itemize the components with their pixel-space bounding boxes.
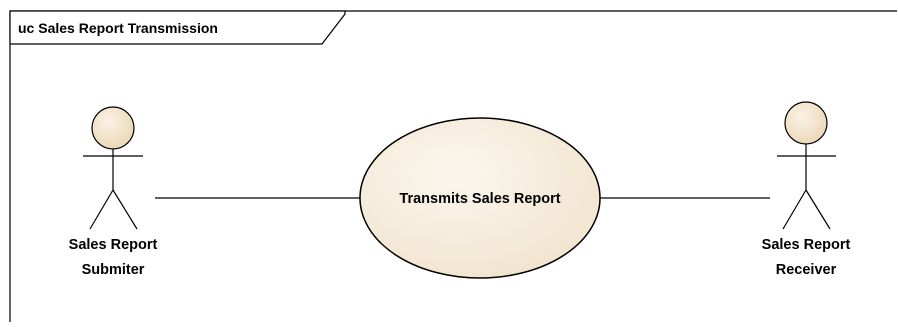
actor-right-leg [112, 189, 138, 230]
frame-title-tab [9, 10, 346, 45]
actor-left-leg [782, 189, 807, 230]
actor-label-line2: Submiter [82, 262, 145, 278]
frame-title: uc Sales Report Transmission [18, 20, 218, 36]
actor-head [784, 101, 828, 145]
actor-sales-report-receiver[interactable]: Sales Report Receiver [762, 101, 851, 278]
actor-sales-report-submitter[interactable]: Sales Report Submiter [69, 106, 158, 278]
diagram-frame: uc Sales Report Transmission [9, 10, 897, 322]
use-case-ellipse[interactable] [359, 117, 601, 279]
actor-label-line2: Receiver [776, 262, 837, 278]
use-case-label: Transmits Sales Report [399, 191, 560, 207]
use-case-transmits-sales-report[interactable]: Transmits Sales Report [359, 117, 601, 279]
actor-right-leg [805, 189, 831, 230]
actor-head [91, 106, 135, 150]
actor-label-line1: Sales Report [69, 237, 158, 253]
actor-left-leg [89, 189, 114, 230]
actor-label-line1: Sales Report [762, 237, 851, 253]
